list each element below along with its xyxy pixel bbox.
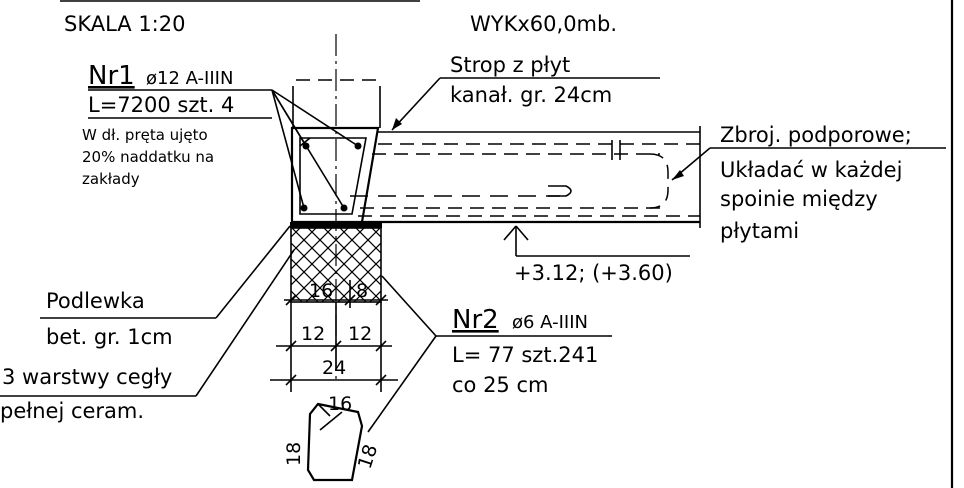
leader-nr1 <box>271 89 359 147</box>
leader-support-arrow <box>672 170 684 180</box>
bar2-length-count: L= 77 szt.241 <box>452 343 598 367</box>
support-rebar-label-line: płytami <box>720 219 799 243</box>
leader-nr1 <box>271 89 345 209</box>
bar1-note-line: W dł. pręta ujęto <box>82 126 208 144</box>
bar2-spacing: co 25 cm <box>452 373 548 397</box>
bar1-spec: ø12 A-IIIN <box>146 68 233 89</box>
brick-label-line: pełnej ceram. <box>0 399 144 423</box>
bar1-note-line: 20% naddatku na <box>82 148 214 166</box>
bar2-spec: ø6 A-IIIN <box>512 312 588 333</box>
scale-label: SKALA 1:20 <box>64 12 185 36</box>
bar2-name: Nr2 <box>452 305 499 335</box>
slab-label-line: kanał. gr. 24cm <box>450 83 612 107</box>
stirrup-detail-hook <box>317 403 343 431</box>
stirrup-hook <box>299 137 311 147</box>
leader-nr1 <box>271 89 305 209</box>
dim-8: 8 <box>356 280 368 302</box>
leader-slab-arrow <box>392 118 402 130</box>
leader-nr2 <box>367 335 437 433</box>
ring-beam-stirrup <box>299 137 367 215</box>
dimension-12-12 <box>276 340 392 352</box>
length-label: WYKx60,0mb. <box>470 12 617 36</box>
level-label: +3.12; (+3.60) <box>514 261 673 285</box>
leader-slab <box>391 77 441 131</box>
grout-layer <box>290 222 382 228</box>
stirrup-detail <box>306 402 364 482</box>
bar1-length-count: L=7200 szt. 4 <box>88 93 234 117</box>
slab-void-end <box>548 185 572 197</box>
grout-label-line: bet. gr. 1cm <box>46 325 173 349</box>
support-rebar-label-line: Układać w każdej <box>720 158 902 182</box>
dim-16: 16 <box>309 280 333 302</box>
dim-12a: 12 <box>301 323 325 345</box>
support-rebar-label-line: spoinie między <box>720 187 878 211</box>
leader-nr2 <box>381 275 437 337</box>
leader-grout <box>215 225 291 319</box>
level-mark <box>515 225 529 241</box>
dimension-16-8 <box>284 280 388 308</box>
brick-label-line: 3 warstwy cegły <box>2 365 172 389</box>
dim-12b: 12 <box>348 323 372 345</box>
grout-label-line: Podlewka <box>46 289 145 313</box>
slab-label-line: Strop z płyt <box>450 53 570 77</box>
dim-24: 24 <box>322 357 346 379</box>
bar1-note-line: zakłady <box>82 170 140 188</box>
stirrup-dim-top: 16 <box>328 393 352 415</box>
support-rebar-label-line: Zbroj. podporowe; <box>720 123 912 147</box>
leader-brick <box>195 249 295 397</box>
level-mark <box>503 225 517 241</box>
support-rebar <box>649 153 669 209</box>
bar1-name: Nr1 <box>88 61 135 91</box>
stirrup-dim-left: 18 <box>283 442 305 466</box>
dimension-24 <box>270 374 398 386</box>
